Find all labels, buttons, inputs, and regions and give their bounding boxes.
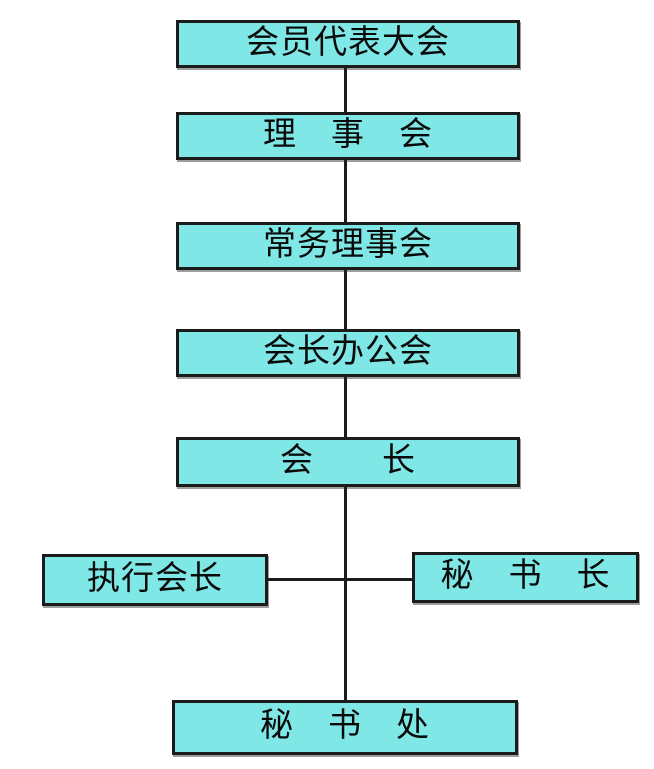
connector-congress-council bbox=[344, 66, 347, 114]
node-president-office-meeting: 会长办公会 bbox=[176, 329, 520, 377]
node-standing-council: 常务理事会 bbox=[176, 222, 520, 270]
node-secretary-general: 秘 书 长 bbox=[412, 552, 639, 603]
node-president-label: 会 长 bbox=[280, 442, 416, 479]
connector-executive-secretary bbox=[266, 578, 414, 581]
node-president: 会 长 bbox=[176, 437, 520, 487]
node-member-congress-label: 会员代表大会 bbox=[246, 24, 450, 61]
node-member-congress: 会员代表大会 bbox=[176, 20, 520, 68]
connector-standing-office bbox=[344, 268, 347, 332]
node-secretariat: 秘 书 处 bbox=[172, 700, 518, 755]
connector-council-standing bbox=[344, 158, 347, 224]
node-council-label: 理 事 会 bbox=[263, 116, 433, 153]
node-standing-council-label: 常务理事会 bbox=[263, 226, 433, 263]
node-executive-president: 执行会长 bbox=[42, 554, 268, 606]
node-president-office-meeting-label: 会长办公会 bbox=[263, 333, 433, 370]
node-secretary-general-label: 秘 书 长 bbox=[440, 558, 611, 594]
node-council: 理 事 会 bbox=[176, 112, 520, 160]
connector-president-secretariat bbox=[344, 485, 347, 702]
node-executive-president-label: 执行会长 bbox=[87, 560, 223, 597]
connector-office-president bbox=[344, 375, 347, 439]
node-secretariat-label: 秘 书 处 bbox=[260, 708, 430, 744]
